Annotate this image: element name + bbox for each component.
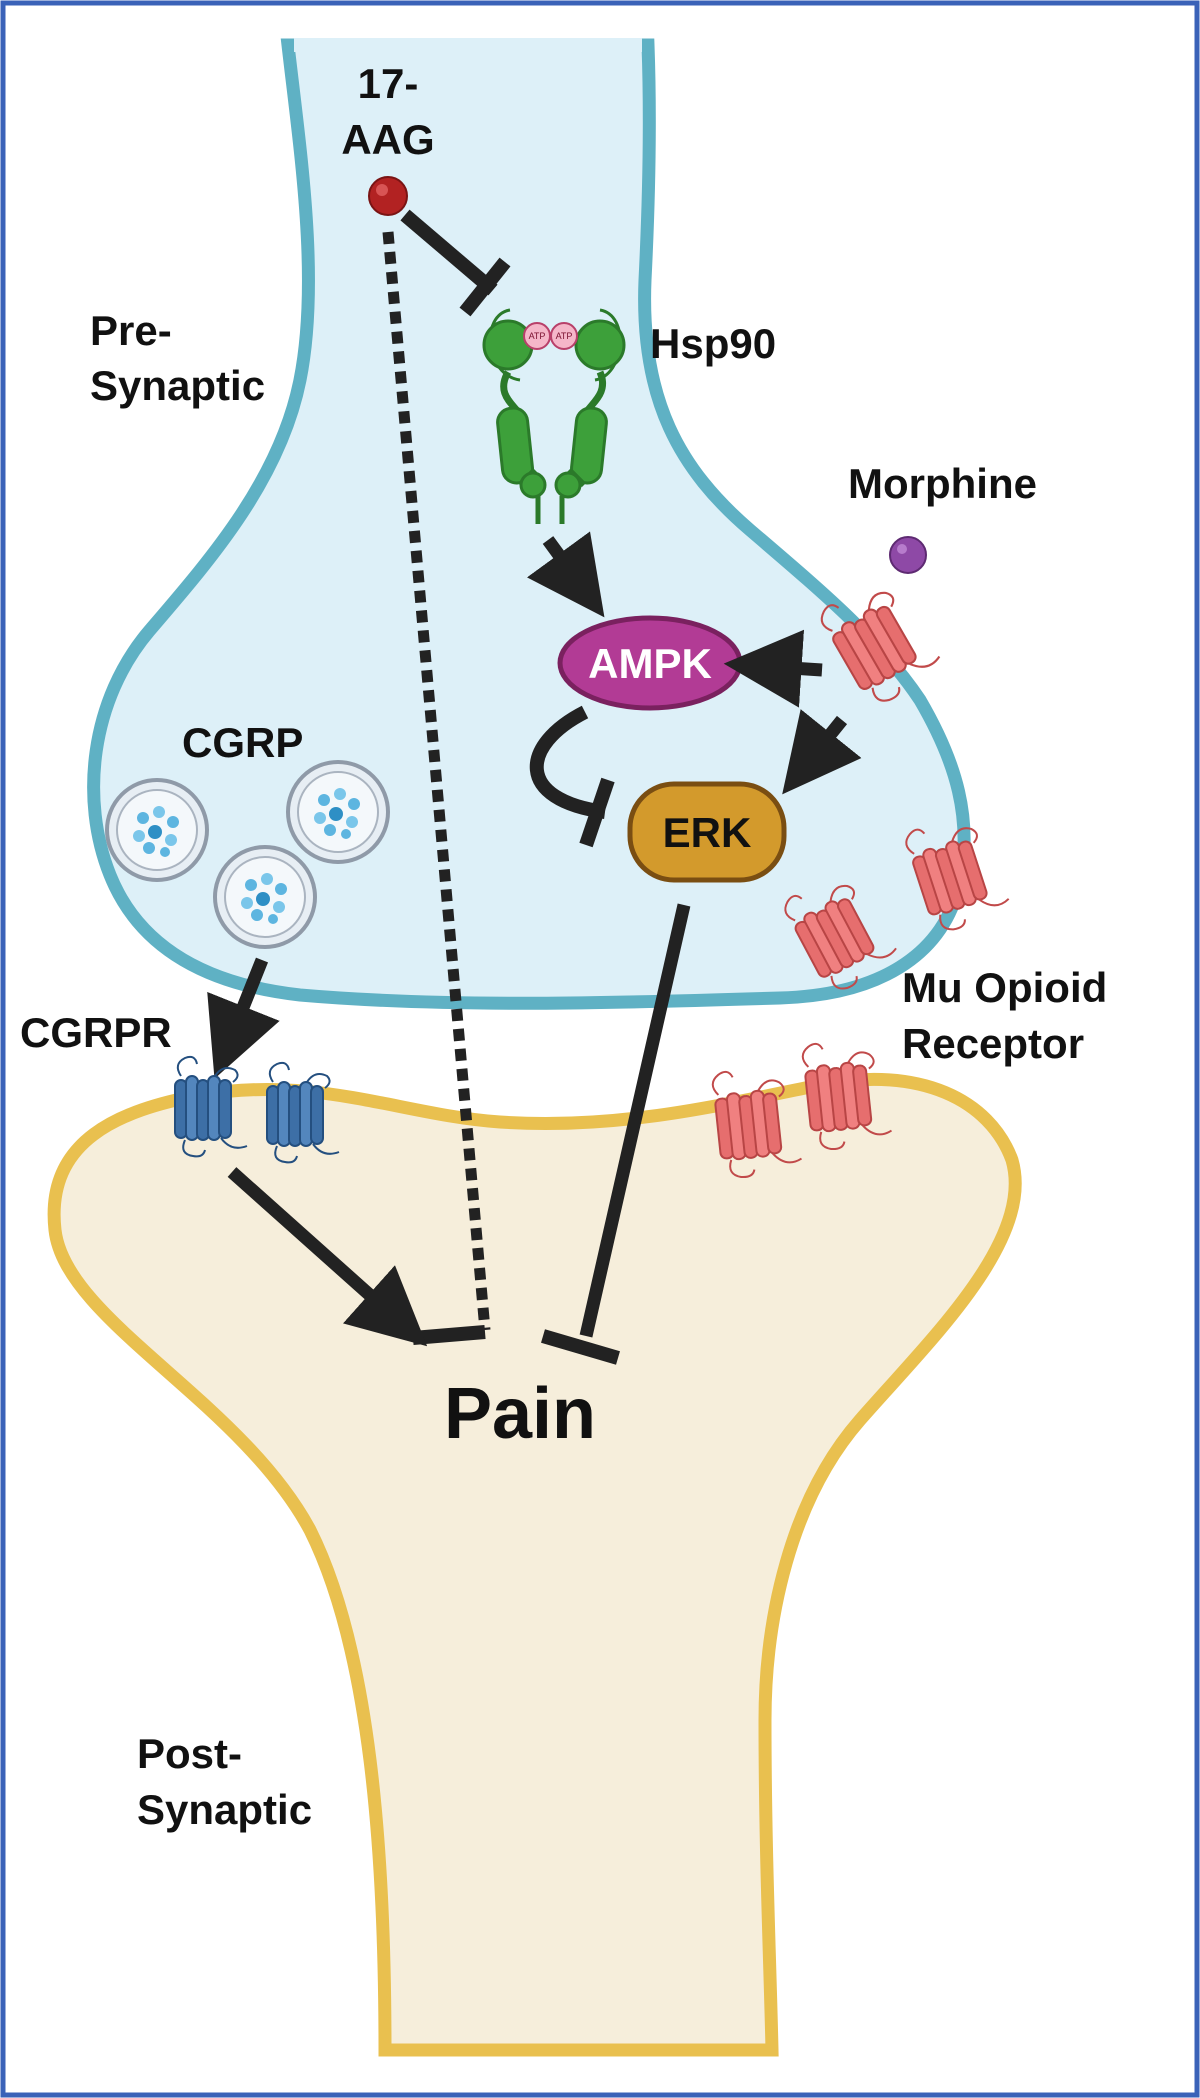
mor-label-line1: Mu Opioid (902, 964, 1107, 1011)
morphine-molecule-shine (897, 544, 907, 554)
presynaptic-top-mask (294, 38, 642, 52)
presynaptic-label-line2: Synaptic (90, 362, 265, 409)
inhibit-bar-erk-pain (541, 1329, 620, 1365)
atp-left-label: ATP (529, 331, 546, 341)
drug-molecule-shine (376, 184, 388, 196)
morphine-molecule (889, 536, 927, 574)
drug-molecule (368, 176, 408, 216)
cgrp-vesicle-1 (105, 778, 209, 882)
inhibit-curve-ampk-erk (529, 705, 606, 819)
drug-label-line2: AAG (341, 116, 434, 163)
inhibit-line-erk-pain (579, 903, 691, 1338)
inhibit-bar-drug-hsp90 (459, 257, 511, 317)
inhibit-bar-ampk-erk (579, 777, 615, 848)
hsp90-label: Hsp90 (650, 320, 776, 367)
postsynaptic-label-line2: Synaptic (137, 1786, 312, 1833)
atp-right (550, 322, 578, 350)
pain-label: Pain (444, 1374, 596, 1454)
inhibit-line-drug-hsp90 (400, 209, 498, 296)
arrow-mor-erk (782, 709, 862, 795)
cgrpr-label: CGRPR (20, 1009, 172, 1056)
arrow-hsp90-ampk (526, 531, 605, 618)
ampk-label: AMPK (588, 640, 712, 687)
cgrp-vesicle-3 (213, 845, 317, 949)
atp-right-label: ATP (556, 331, 573, 341)
arrow-cgrpr-pain (227, 1167, 428, 1347)
morphine-label: Morphine (848, 460, 1037, 507)
cgrp-label: CGRP (182, 719, 303, 766)
dotted-inhibit-line-drug-pain (382, 231, 491, 1331)
postsynaptic-neuron (47, 1072, 1022, 2057)
postsynaptic-label-line1: Post- (137, 1730, 242, 1777)
mor-label-line2: Receptor (902, 1020, 1084, 1067)
cgrp-vesicle-2 (286, 760, 390, 864)
arrow-mor-ampk (723, 629, 823, 708)
presynaptic-label-line1: Pre- (90, 307, 172, 354)
erk-label: ERK (663, 809, 752, 856)
drug-label-line1: 17- (358, 60, 419, 107)
arrow-cgrp-cgrpr (207, 957, 280, 1079)
hsp90-protein (482, 308, 626, 524)
presynaptic-neuron (87, 38, 971, 1010)
erk-node (627, 781, 787, 883)
inhibit-bar-drug-pain (412, 1325, 486, 1345)
